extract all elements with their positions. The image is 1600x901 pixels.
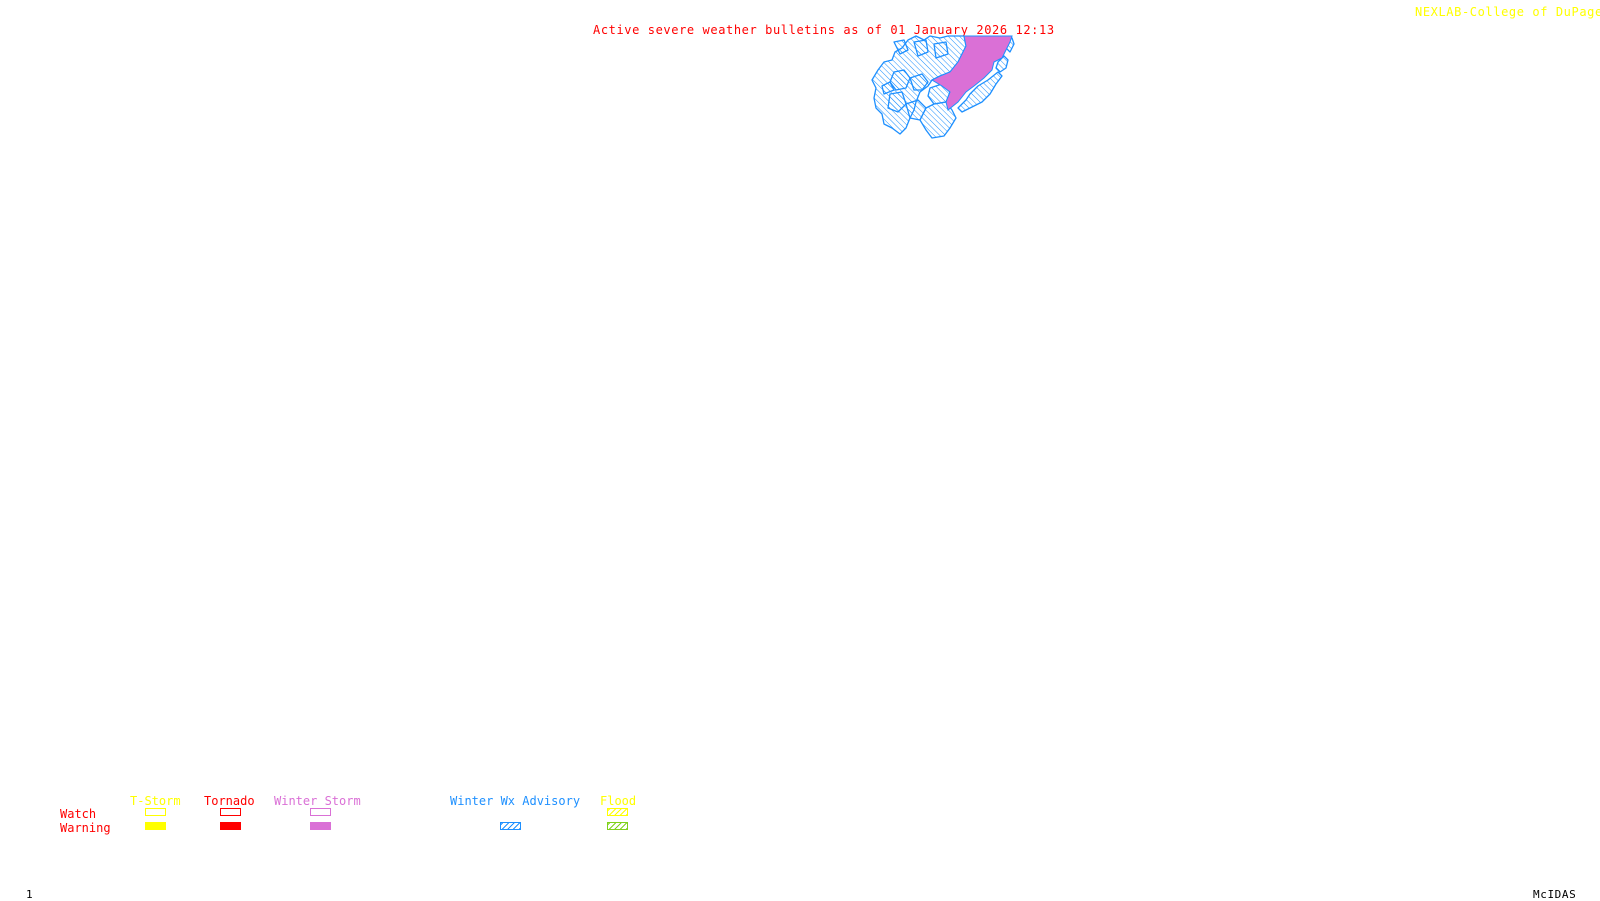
legend-row-warning: Warning	[60, 821, 111, 835]
legend-tstorm-watch-swatch	[145, 808, 166, 816]
county-area	[919, 101, 957, 139]
bulletin-map	[871, 35, 1015, 139]
legend-flood-label: Flood	[600, 794, 637, 808]
county-area	[933, 41, 949, 59]
county-area	[893, 39, 909, 55]
legend-winter-advisory-label: Winter Wx Advisory	[450, 794, 581, 808]
legend-winter-storm-watch-swatch	[310, 808, 331, 816]
software-label: McIDAS	[1533, 888, 1577, 901]
legend-winter-storm-warning-swatch	[310, 822, 331, 830]
legend-winter-advisory-swatch	[500, 822, 521, 830]
county-area	[887, 91, 907, 113]
bulletin-title: Active severe weather bulletins as of 01…	[593, 23, 1055, 37]
legend-row-watch: Watch	[60, 807, 97, 821]
county-area	[995, 55, 1009, 73]
credit-label: NEXLAB-College of DuPage R	[1415, 6, 1600, 18]
legend-tornado-label: Tornado	[204, 794, 255, 808]
frame-number: 1	[26, 888, 34, 901]
legend-tstorm-warning-swatch	[145, 822, 166, 830]
legend-tornado-watch-swatch	[220, 808, 241, 816]
legend-winter-storm-label: Winter Storm	[274, 794, 361, 808]
winter-storm-warning-area	[930, 35, 1013, 111]
legend-tornado-warning-swatch	[220, 822, 241, 830]
legend-flood-watch-swatch	[607, 808, 628, 816]
legend-flood-warning-swatch	[607, 822, 628, 830]
county-area	[913, 39, 929, 57]
county-area	[881, 81, 895, 95]
county-area	[957, 71, 1003, 113]
credit-text: NEXLAB-College of DuPage	[1415, 5, 1600, 19]
county-area	[909, 73, 929, 91]
legend-tstorm-label: T-Storm	[130, 794, 181, 808]
advisory-counties	[871, 35, 1015, 139]
